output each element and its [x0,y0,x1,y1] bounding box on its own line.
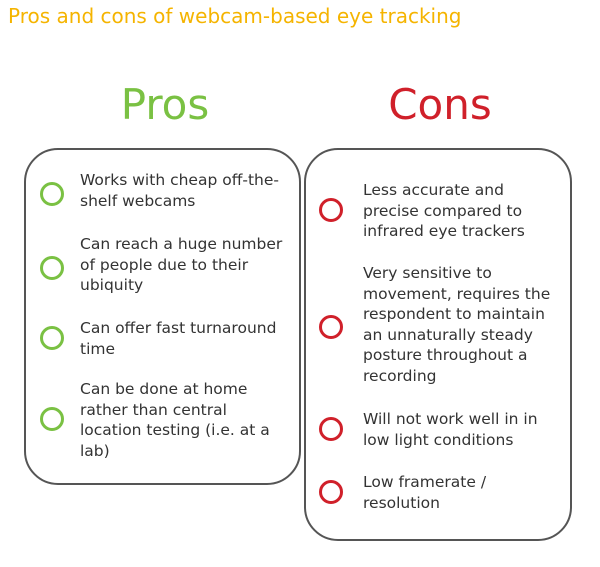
pros-heading: Pros [120,80,210,129]
circle-icon [319,417,343,441]
pros-item-text: Can reach a huge number of people due to… [80,235,283,294]
pros-item-text: Works with cheap off-the-shelf webcams [80,171,279,210]
circle-icon [40,326,64,350]
circle-icon [319,480,343,504]
circle-icon [319,198,343,222]
cons-item-text: Very sensitive to movement, requires the… [363,264,551,385]
cons-item-text: Low framerate / resolution [363,473,487,512]
cons-item-text: Less accurate and precise compared to in… [363,181,525,240]
circle-icon [40,256,64,280]
pros-item-text: Can offer fast turnaround time [80,319,277,358]
page-title: Pros and cons of webcam-based eye tracki… [8,4,462,28]
circle-icon [319,315,343,339]
pros-item-text: Can be done at home rather than central … [80,380,270,460]
cons-card: Less accurate and precise compared to in… [304,148,572,541]
cons-item-text: Will not work well in in low light condi… [363,410,538,449]
circle-icon [40,407,64,431]
pros-card: Works with cheap off-the-shelf webcams C… [24,148,301,485]
cons-heading: Cons [388,80,492,129]
circle-icon [40,182,64,206]
